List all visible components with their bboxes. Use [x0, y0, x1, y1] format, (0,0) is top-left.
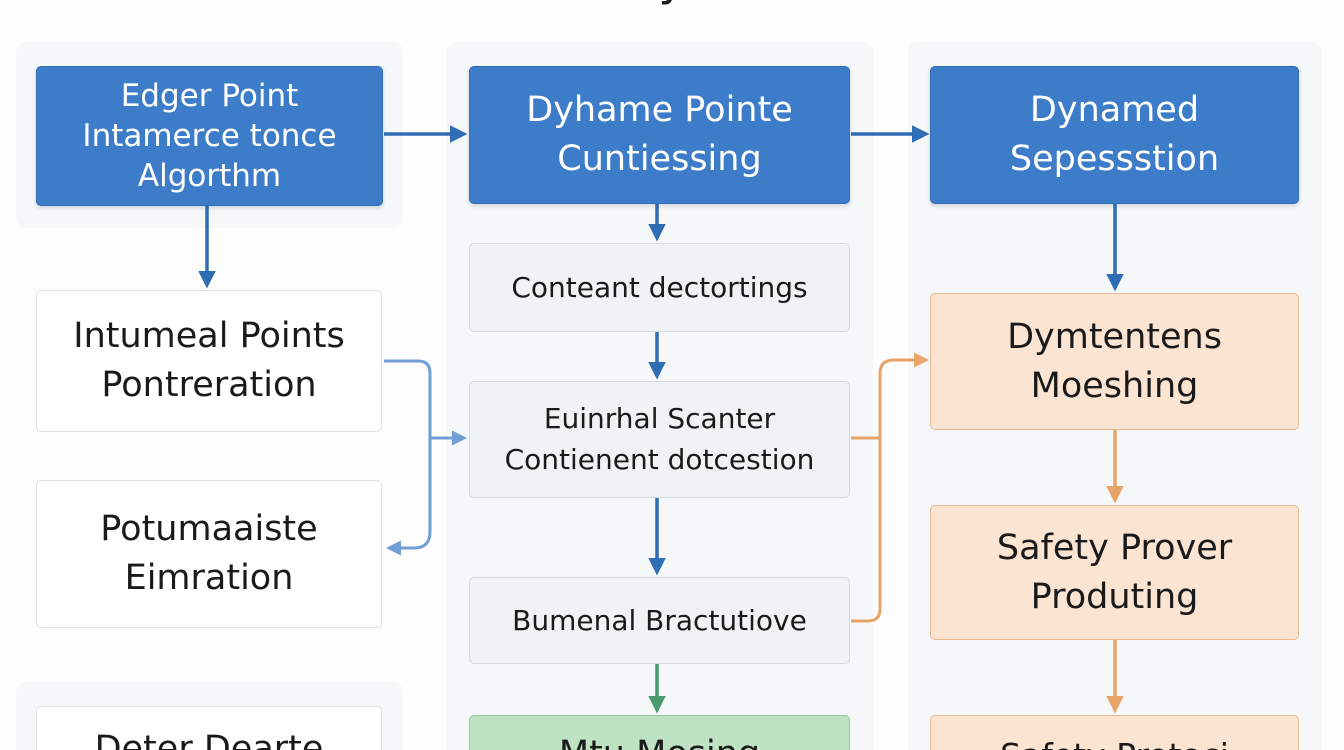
- node-mtu-mosing-line-1: Mtu Mosing: [559, 734, 760, 750]
- node-potumaaiste-line-1: Potumaaiste: [100, 509, 318, 549]
- node-safety-protoci-line-1: Safety Protoci: [1000, 736, 1229, 750]
- node-intumeal-points-line-1: Intumeal Points: [73, 316, 345, 356]
- node-dynamed-sepessstion[interactable]: Dynamed Sepessstion: [930, 66, 1299, 204]
- node-dyhame-pointe-line-1: Dyhame Pointe: [526, 90, 793, 130]
- node-edger-point[interactable]: Edger Point Intamerce tonce Algorthm: [36, 66, 383, 206]
- node-safety-prover-line-2: Produting: [1030, 576, 1199, 617]
- node-safety-prover-line-1: Safety Prover: [996, 527, 1233, 568]
- node-edger-point-line-1: Edger Point: [120, 77, 299, 114]
- node-bumenal-bractutiove[interactable]: Bumenal Bractutiove: [469, 577, 850, 664]
- diagram-title: y: [0, 0, 1344, 6]
- link-intumeal-bracket: [384, 359, 432, 556]
- node-euinrhal-scanter[interactable]: Euinrhal Scanter Contienent dotcestion: [469, 381, 850, 498]
- node-intumeal-points-line-2: Pontreration: [101, 365, 317, 405]
- node-mtu-mosing[interactable]: Mtu Mosing: [469, 715, 850, 750]
- node-edger-point-line-3: Algorthm: [137, 158, 282, 195]
- node-potumaaiste-line-2: Eimration: [124, 558, 294, 598]
- node-conteant-dectortings[interactable]: Conteant dectortings: [469, 243, 850, 332]
- node-dymtentens-moeshing[interactable]: Dymtentens Moeshing: [930, 293, 1299, 430]
- node-dynamed-sepessstion-line-2: Sepessstion: [1009, 139, 1220, 179]
- node-dynamed-sepessstion-line-1: Dynamed: [1029, 90, 1200, 130]
- node-dymtentens-moeshing-line-2: Moeshing: [1030, 365, 1199, 406]
- node-deter-dearte-line-1: Deter Dearte: [94, 729, 324, 750]
- node-edger-point-line-2: Intamerce tonce: [82, 117, 337, 154]
- node-safety-prover[interactable]: Safety Prover Produting: [930, 505, 1299, 640]
- node-potumaaiste[interactable]: Potumaaiste Eimration: [36, 480, 382, 628]
- node-dyhame-pointe-line-2: Cuntiessing: [557, 139, 762, 179]
- node-intumeal-points[interactable]: Intumeal Points Pontreration: [36, 290, 382, 432]
- node-euinrhal-scanter-line-2: Contienent dotcestion: [504, 442, 815, 476]
- node-bumenal-bractutiove-line-1: Bumenal Bractutiove: [512, 604, 807, 637]
- node-euinrhal-scanter-line-1: Euinrhal Scanter: [543, 401, 776, 435]
- node-conteant-dectortings-line-1: Conteant dectortings: [511, 271, 808, 304]
- node-dymtentens-moeshing-line-1: Dymtentens: [1007, 316, 1222, 357]
- node-dyhame-pointe[interactable]: Dyhame Pointe Cuntiessing: [469, 66, 850, 204]
- node-safety-protoci[interactable]: Safety Protoci: [930, 715, 1299, 750]
- node-deter-dearte[interactable]: Deter Dearte: [36, 706, 382, 750]
